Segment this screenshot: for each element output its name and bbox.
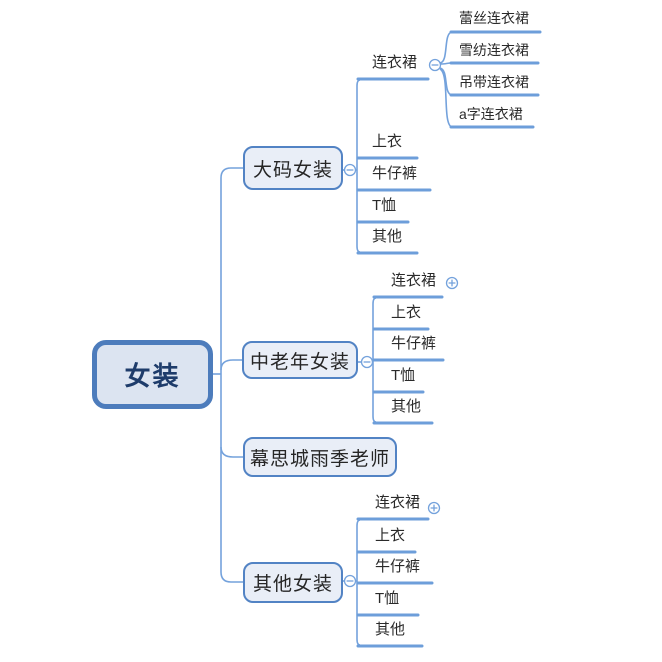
toggle-icons xyxy=(343,58,459,588)
connector-line xyxy=(220,374,243,583)
leaf-node-azi-lianyiqun[interactable]: a字连衣裙 xyxy=(459,106,523,122)
child-node-qitanv-niuzaiku[interactable]: 牛仔裤 xyxy=(375,558,421,575)
leaf-node-leisi-lianyiqun[interactable]: 蕾丝连衣裙 xyxy=(459,10,529,26)
collapse-minus-icon[interactable] xyxy=(428,58,442,72)
child-node-zhonglaonian-qita[interactable]: 其他 xyxy=(391,398,422,415)
child-node-zhonglaonian-txu[interactable]: T恤 xyxy=(391,367,416,384)
leaf-node-diaodai-lianyiqun[interactable]: 吊带连衣裙 xyxy=(459,74,529,90)
child-node-qitanv-shangyi[interactable]: 上衣 xyxy=(375,527,406,544)
child-node-dama-shangyi[interactable]: 上衣 xyxy=(372,133,403,150)
connector-line xyxy=(356,79,361,253)
connector-line xyxy=(439,68,453,128)
child-node-qitanv-txu[interactable]: T恤 xyxy=(375,590,400,607)
child-node-zhonglaonian-shangyi[interactable]: 上衣 xyxy=(391,304,422,321)
child-node-zhonglaonian-niuzaiku[interactable]: 牛仔裤 xyxy=(391,335,437,352)
branch-node-qita-nvzhuang[interactable]: 其他女装 xyxy=(243,562,343,603)
child-node-dama-niuzaiku[interactable]: 牛仔裤 xyxy=(372,165,418,182)
child-node-zhonglaonian-lianyiqun[interactable]: 连衣裙 xyxy=(391,272,437,289)
connector-line xyxy=(220,446,243,458)
connector-line xyxy=(220,359,242,371)
node-underlines xyxy=(356,30,542,648)
child-node-qitanv-qita[interactable]: 其他 xyxy=(375,621,406,638)
collapse-minus-icon[interactable] xyxy=(360,355,374,369)
child-node-qitanv-lianyiqun[interactable]: 连衣裙 xyxy=(375,494,421,511)
branch-node-musicheng-yuji-laoshi[interactable]: 幕思城雨季老师 xyxy=(243,437,397,477)
branch-node-dama-nvzhuang[interactable]: 大码女装 xyxy=(243,146,343,190)
child-node-dama-txu[interactable]: T恤 xyxy=(372,197,397,214)
child-node-dama-lianyiqun[interactable]: 连衣裙 xyxy=(372,54,418,71)
connector-line xyxy=(220,167,243,374)
collapse-minus-icon[interactable] xyxy=(343,574,357,588)
expand-plus-icon[interactable] xyxy=(445,276,459,290)
child-node-dama-qita[interactable]: 其他 xyxy=(372,228,403,245)
expand-plus-icon[interactable] xyxy=(427,501,441,515)
root-node[interactable]: 女装 xyxy=(92,340,213,409)
leaf-node-xuefang-lianyiqun[interactable]: 雪纺连衣裙 xyxy=(459,42,529,58)
connector-line xyxy=(439,31,453,64)
collapse-minus-icon[interactable] xyxy=(343,163,357,177)
branch-node-zhonglaonian-nvzhuang[interactable]: 中老年女装 xyxy=(242,341,358,379)
